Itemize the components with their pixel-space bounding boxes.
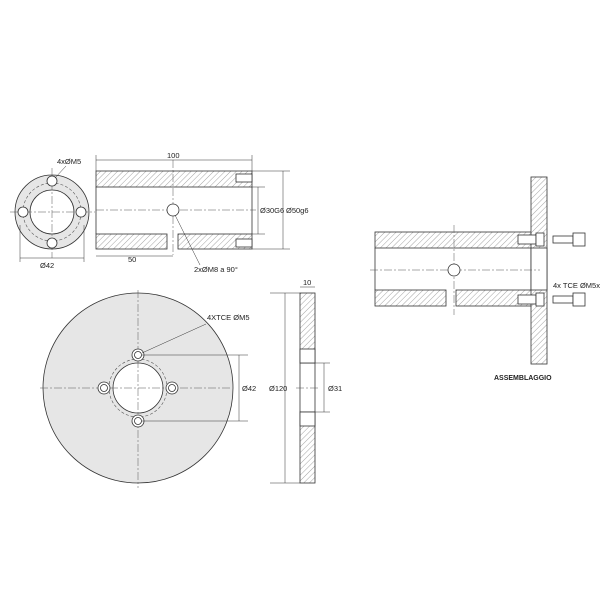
flange-section-view xyxy=(270,286,330,484)
flange-bore-label: Ø31 xyxy=(328,384,342,393)
assembly-view xyxy=(370,176,586,365)
tube-cross-holes-label: 2xØM8 a 90° xyxy=(194,265,238,274)
assembly-title: ASSEMBLAGGIO xyxy=(494,375,552,382)
ring-holes-label: 4xØM5 xyxy=(57,157,81,166)
tube-length-label: 100 xyxy=(167,151,180,160)
tube-section-view xyxy=(95,155,290,266)
ring-diameter-label: Ø42 xyxy=(40,261,54,270)
flange-front-view xyxy=(40,290,248,488)
ring-front-view xyxy=(10,165,95,262)
tube-outer-label: Ø50g6 xyxy=(286,206,309,215)
assembly-screws-label: 4x TCE ØM5x15 xyxy=(553,281,600,290)
tube-half-length-label: 50 xyxy=(128,255,136,264)
flange-outer-label: Ø120 xyxy=(269,384,287,393)
flange-bolt-circle-label: Ø42 xyxy=(242,384,256,393)
flange-holes-label: 4XTCE ØM5 xyxy=(207,313,250,322)
flange-thickness-label: 10 xyxy=(303,278,311,287)
tube-bore-label: Ø30G6 xyxy=(260,206,284,215)
